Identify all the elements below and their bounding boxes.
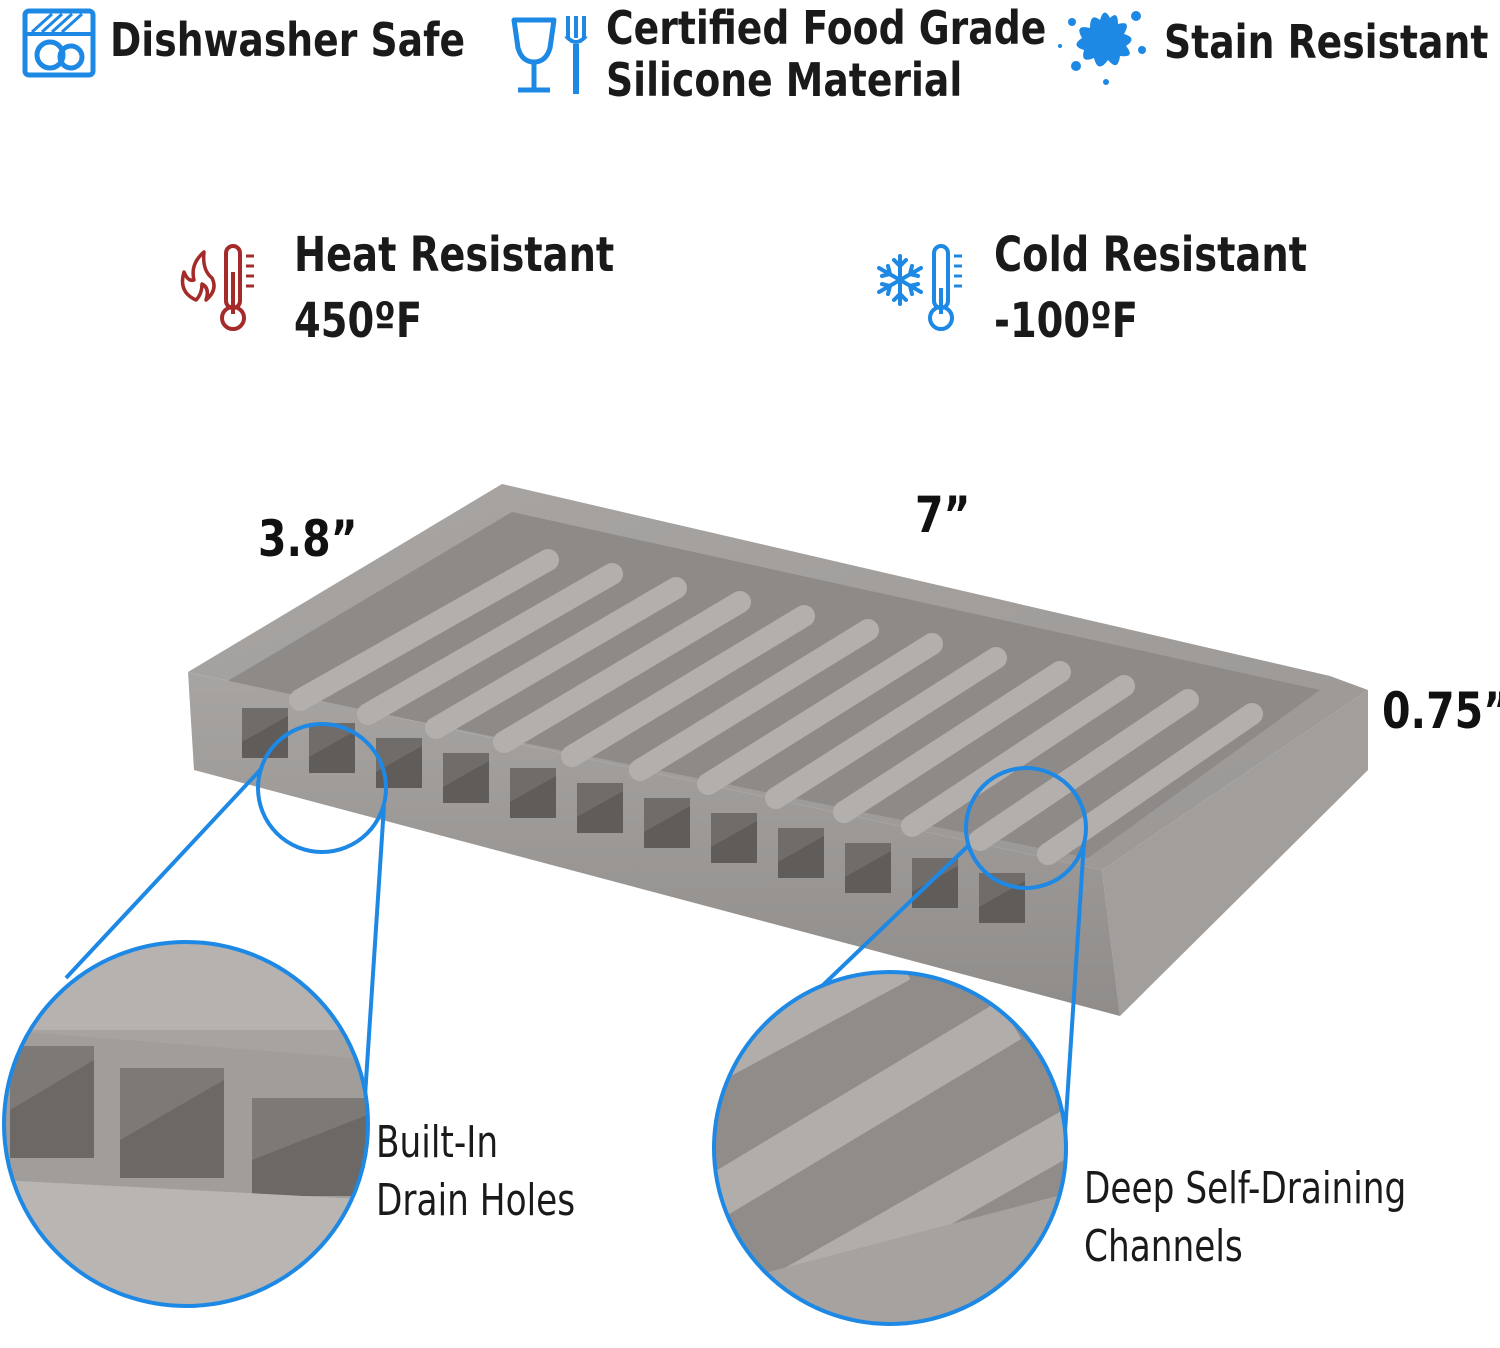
feature-stain-resistant: Stain Resistant	[1164, 15, 1489, 69]
drain-hole-shadow	[778, 836, 824, 878]
callout-channels: Deep Self-Draining Channels	[1084, 1163, 1407, 1272]
channel-rib	[1037, 703, 1263, 865]
feature-cold-resistant: Cold Resistant -100ºF	[994, 227, 1308, 349]
channel-rib	[289, 549, 559, 711]
callout-drain-holes: Built-In Drain Holes	[376, 1117, 576, 1226]
drain-hole-shadow	[912, 866, 958, 908]
dishwasher-icon	[22, 8, 96, 78]
channel-rib	[901, 675, 1135, 837]
channel-rib	[561, 605, 815, 767]
channel-rib	[697, 633, 943, 795]
drain-hole-shadow	[644, 806, 690, 848]
cold-thermometer-icon	[874, 242, 966, 334]
drain-hole-shadow	[242, 716, 288, 758]
channel-rib	[425, 577, 687, 739]
dimension-length: 7”	[915, 486, 971, 544]
channel-rib	[969, 689, 1199, 851]
food-grade-icon	[510, 12, 590, 96]
drain-hole-shadow	[443, 761, 489, 803]
drain-hole-shadow	[979, 881, 1025, 923]
drain-hole-shadow	[711, 821, 757, 863]
channel-rib	[765, 647, 1007, 809]
hot-thermometer-icon	[174, 242, 264, 334]
drain-hole-shadow	[845, 851, 891, 893]
feature-food-grade: Certified Food Grade Silicone Material	[606, 1, 1047, 107]
drain-hole-shadow	[376, 746, 422, 788]
channel-rib	[833, 661, 1071, 823]
dimension-height: 0.75”	[1382, 682, 1500, 740]
drain-hole-shadow	[577, 791, 623, 833]
channel-rib	[357, 563, 623, 725]
feature-dishwasher-safe: Dishwasher Safe	[110, 13, 466, 67]
dimension-width: 3.8”	[258, 510, 358, 568]
drain-hole-shadow	[309, 731, 355, 773]
channel-rib	[493, 591, 751, 753]
drain-hole-shadow	[510, 776, 556, 818]
channel-rib	[629, 619, 879, 781]
splash-icon	[1052, 2, 1152, 86]
feature-heat-resistant: Heat Resistant 450ºF	[294, 227, 615, 349]
